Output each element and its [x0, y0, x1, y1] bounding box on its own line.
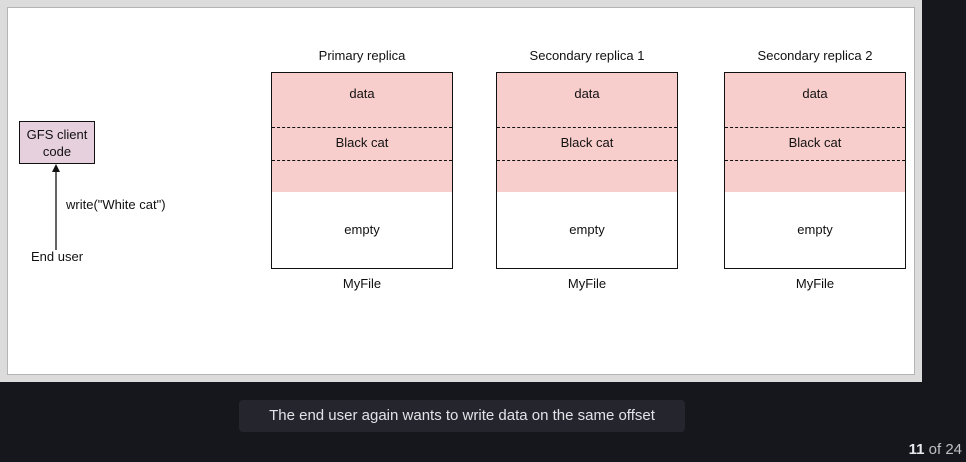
filled-region [725, 73, 905, 192]
record-boundary-bottom [272, 160, 452, 161]
data-label: data [349, 86, 375, 101]
record-label: Black cat [560, 135, 614, 150]
file-label-primary: MyFile [342, 276, 382, 291]
replica-title-secondary-2: Secondary replica 2 [757, 48, 873, 63]
write-call-label: write("White cat") [66, 197, 166, 212]
replica-title-primary: Primary replica [318, 48, 406, 63]
gfs-client-code-box: GFS client code [19, 121, 95, 164]
data-label: data [574, 86, 600, 101]
empty-label: empty [569, 222, 605, 237]
record-boundary-bottom [725, 160, 905, 161]
empty-label: empty [344, 222, 380, 237]
empty-label: empty [797, 222, 833, 237]
file-label-secondary-2: MyFile [795, 276, 835, 291]
data-label: data [802, 86, 828, 101]
end-user-label: End user [31, 249, 84, 264]
replica-title-secondary-1: Secondary replica 1 [529, 48, 645, 63]
record-boundary-bottom [497, 160, 677, 161]
record-boundary-top [497, 127, 677, 128]
replica-secondary-2: data Black cat empty [724, 72, 906, 269]
total-pages: 24 [945, 441, 962, 458]
page-counter: 11 of 24 [909, 441, 962, 458]
write-arrow [52, 164, 60, 250]
filled-region [272, 73, 452, 192]
slide-frame: GFS client code write("White cat") End u… [0, 0, 922, 382]
replica-secondary-1: data Black cat empty [496, 72, 678, 269]
filled-region [497, 73, 677, 192]
replica-primary: data Black cat empty [271, 72, 453, 269]
slide-caption: The end user again wants to write data o… [239, 400, 685, 432]
page-separator: of [924, 441, 946, 458]
record-label: Black cat [788, 135, 842, 150]
record-label: Black cat [335, 135, 389, 150]
diagram-canvas: GFS client code write("White cat") End u… [7, 7, 915, 375]
record-boundary-top [725, 127, 905, 128]
file-label-secondary-1: MyFile [567, 276, 607, 291]
current-page: 11 [908, 441, 925, 458]
record-boundary-top [272, 127, 452, 128]
